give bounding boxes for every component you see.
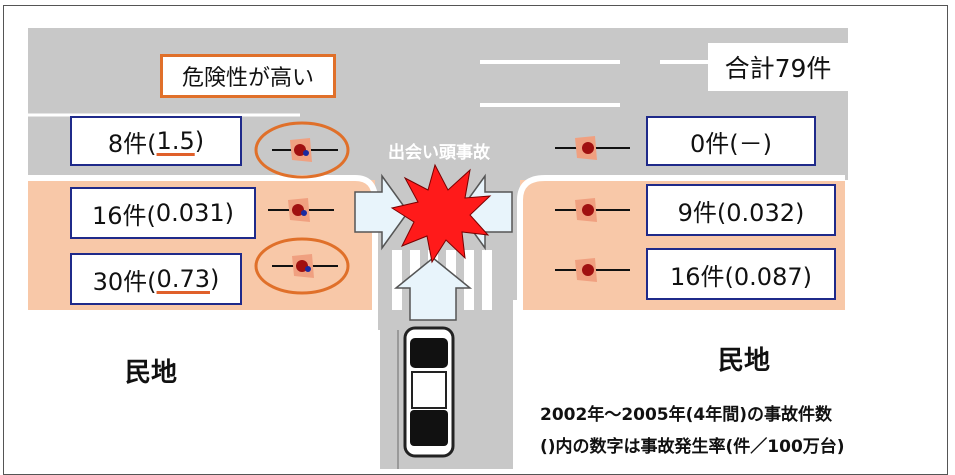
bicycle-icon [555, 258, 630, 282]
rate-text: 0.73 [156, 265, 210, 293]
left-count-box-3: 30件(0.73) [70, 253, 242, 305]
right-count-box-2: 9件(0.032) [646, 184, 836, 236]
left-count-box-2: 16件(0.031) [70, 187, 256, 239]
arrow-up [393, 257, 473, 321]
danger-label-text: 危険性が高い [181, 66, 314, 91]
count-text: 16件(0.087) [670, 262, 812, 291]
right-count-box-3: 16件(0.087) [646, 248, 836, 300]
total-text: 合計79件 [724, 54, 832, 83]
land-label-left: 民地 [125, 358, 178, 388]
bicycle-icon [555, 136, 630, 160]
right-count-box-1: 0件(－) [646, 116, 816, 166]
total-box: 合計79件 [708, 43, 848, 91]
note-line-1: 2002年～2005年(4年間)の事故件数 [540, 405, 832, 425]
crash-burst-icon [390, 163, 492, 264]
paren-close: ) [224, 199, 234, 227]
curb-right [517, 175, 845, 469]
count-text: 16件( [92, 201, 156, 230]
bicycle-icon [555, 198, 630, 222]
count-text: 0件(－) [690, 129, 772, 158]
left-count-box-1: 8件(1.5) [70, 116, 242, 166]
danger-ellipse [254, 237, 350, 295]
rate-text: 1.5 [156, 127, 195, 155]
count-text: 8件( [107, 129, 157, 158]
land-label-right: 民地 [718, 346, 771, 376]
collision-label: 出会い頭事故 [388, 143, 490, 163]
paren-close: ) [209, 265, 220, 293]
bicycle-icon [272, 254, 338, 278]
bicycle-icon [268, 198, 334, 222]
bicycle-icon [272, 138, 338, 162]
rate-text: 0.031 [155, 199, 225, 227]
car-icon [403, 326, 455, 458]
arrow-right [354, 173, 409, 251]
count-text: 30件( [92, 267, 157, 296]
danger-ellipse [254, 121, 350, 179]
note-line-2: ()内の数字は事故発生率(件／100万台) [540, 437, 845, 457]
danger-label: 危険性が高い [160, 54, 336, 98]
paren-close: ) [194, 127, 205, 155]
count-text: 9件(0.032) [677, 198, 805, 227]
